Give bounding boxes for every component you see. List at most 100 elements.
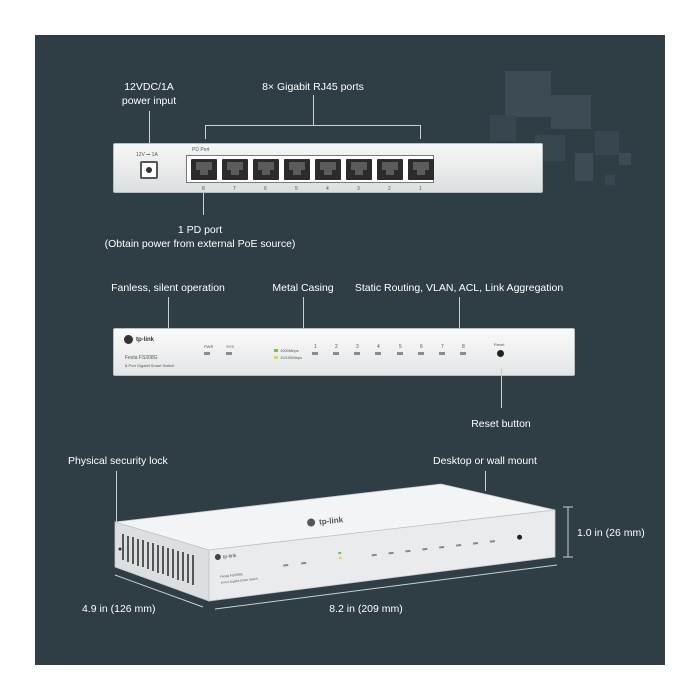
switch-isometric-view: tp-link tp-link Festa FS308G 8-Port Giga… bbox=[114, 483, 573, 610]
decorative-pattern bbox=[619, 153, 631, 165]
pwr-led bbox=[204, 352, 210, 355]
logo-mark-icon bbox=[124, 335, 133, 344]
rj45-port bbox=[284, 159, 310, 180]
power-label-line1: 12VDC/1A bbox=[124, 81, 174, 93]
port-number: 5 bbox=[295, 186, 298, 192]
pd-label-line2: (Obtain power from external PoE source) bbox=[104, 238, 296, 250]
callout-line bbox=[303, 297, 304, 328]
callout-line bbox=[116, 471, 117, 533]
bracket-line bbox=[420, 125, 421, 139]
decorative-pattern bbox=[605, 175, 615, 185]
speed-1000-label: 1000Mbps bbox=[280, 348, 299, 353]
dc-power-jack bbox=[140, 161, 158, 179]
port-led bbox=[439, 545, 445, 549]
front-brand-text: tp-link bbox=[223, 553, 237, 561]
sys-led bbox=[301, 561, 307, 565]
pwr-led-label: PWR bbox=[204, 344, 214, 349]
port-led bbox=[371, 553, 377, 557]
port-number: 7 bbox=[233, 186, 236, 192]
rj45-port bbox=[346, 159, 372, 180]
port-number: 2 bbox=[388, 186, 391, 192]
model-desc-text: 8-Port Gigabit Smart Switch bbox=[125, 363, 175, 368]
callout-line bbox=[459, 297, 460, 328]
reset-button[interactable] bbox=[497, 350, 504, 357]
port-led-number: 1 bbox=[314, 344, 317, 350]
security-lock-label: Physical security lock bbox=[68, 455, 168, 467]
iso-model-text: Festa FS308G bbox=[220, 572, 243, 579]
speed-100-led-icon bbox=[338, 556, 342, 560]
port-led bbox=[375, 352, 381, 355]
port-led bbox=[354, 352, 360, 355]
port-led-number: 7 bbox=[441, 344, 444, 350]
rj45-port bbox=[377, 159, 403, 180]
metal-casing-label: Metal Casing bbox=[272, 282, 334, 294]
fanless-label: Fanless, silent operation bbox=[111, 282, 225, 294]
port-led-number: 4 bbox=[377, 344, 380, 350]
port-led-number: 5 bbox=[399, 344, 402, 350]
sys-led-label: SYS bbox=[226, 344, 235, 349]
power-input-label: 12VDC/1A power input bbox=[122, 80, 176, 108]
port-number: 1 bbox=[419, 186, 422, 192]
port-led bbox=[418, 352, 424, 355]
port-led bbox=[489, 540, 495, 543]
reset-text: Reset bbox=[494, 342, 505, 347]
pd-port-label: 1 PD port (Obtain power from external Po… bbox=[105, 223, 296, 251]
pd-label-line1: 1 PD port bbox=[177, 224, 223, 236]
speed-100-led-icon bbox=[274, 356, 278, 359]
port-led bbox=[472, 542, 479, 545]
switch-front-face bbox=[208, 509, 556, 602]
speed-100-label: 10/100Mbps bbox=[280, 355, 303, 360]
dimension-lines bbox=[114, 506, 573, 610]
port-led-number: 2 bbox=[335, 344, 338, 350]
callout-line bbox=[485, 471, 486, 491]
port-led-number: 6 bbox=[420, 344, 423, 350]
port-number: 4 bbox=[326, 186, 329, 192]
depth-dimension-label: 4.9 in (126 mm) bbox=[82, 603, 156, 615]
vent-slots bbox=[122, 534, 194, 585]
bracket-line bbox=[205, 125, 421, 126]
model-text: Festa FS308G bbox=[125, 355, 158, 361]
callout-line bbox=[203, 193, 204, 215]
switch-rear-view: 12V ⎓ 1A PD Port 8 7 6 5 4 3 2 1 bbox=[113, 143, 543, 193]
logo-mark-icon bbox=[307, 518, 316, 527]
port-led bbox=[312, 352, 318, 355]
port-led bbox=[333, 352, 339, 355]
speed-1000-led-icon bbox=[274, 349, 278, 352]
top-brand-text: tp-link bbox=[319, 515, 344, 527]
port-led-number: 3 bbox=[356, 344, 359, 350]
front-panel-details: tp-link Festa FS308G 8-Port Gigabit Smar… bbox=[214, 534, 523, 585]
sys-led bbox=[226, 352, 232, 355]
decorative-pattern bbox=[575, 153, 593, 181]
port-number: 3 bbox=[357, 186, 360, 192]
logo-mark-icon bbox=[214, 554, 221, 561]
bracket-line bbox=[205, 125, 206, 139]
port-led-number: 8 bbox=[462, 344, 465, 350]
reset-button bbox=[517, 534, 523, 540]
height-dimension-label: 1.0 in (26 mm) bbox=[577, 527, 645, 539]
rj45-port bbox=[191, 159, 217, 180]
rj45-port bbox=[253, 159, 279, 180]
port-led bbox=[422, 547, 428, 551]
bracket-line bbox=[313, 95, 314, 125]
rj45-port bbox=[315, 159, 341, 180]
port-led bbox=[439, 352, 445, 355]
port-led bbox=[456, 543, 462, 547]
pd-port-text: PD Port bbox=[192, 147, 210, 153]
decorative-pattern bbox=[551, 95, 591, 129]
callout-line bbox=[501, 368, 502, 408]
decorative-pattern bbox=[505, 71, 551, 117]
port-number: 6 bbox=[264, 186, 267, 192]
switch-front-view: tp-link Festa FS308G 8-Port Gigabit Smar… bbox=[113, 328, 575, 376]
reset-button-label: Reset button bbox=[471, 418, 531, 430]
decorative-pattern bbox=[595, 131, 619, 155]
pwr-led bbox=[283, 563, 289, 567]
callout-line bbox=[168, 297, 169, 328]
security-lock-slot-icon bbox=[118, 547, 122, 551]
callout-line bbox=[149, 111, 150, 151]
port-led bbox=[397, 352, 403, 355]
tp-link-logo: tp-link bbox=[124, 335, 154, 344]
rj45-port bbox=[222, 159, 248, 180]
mount-label: Desktop or wall mount bbox=[433, 455, 537, 467]
port-led bbox=[388, 551, 394, 555]
features-label: Static Routing, VLAN, ACL, Link Aggregat… bbox=[354, 282, 564, 294]
